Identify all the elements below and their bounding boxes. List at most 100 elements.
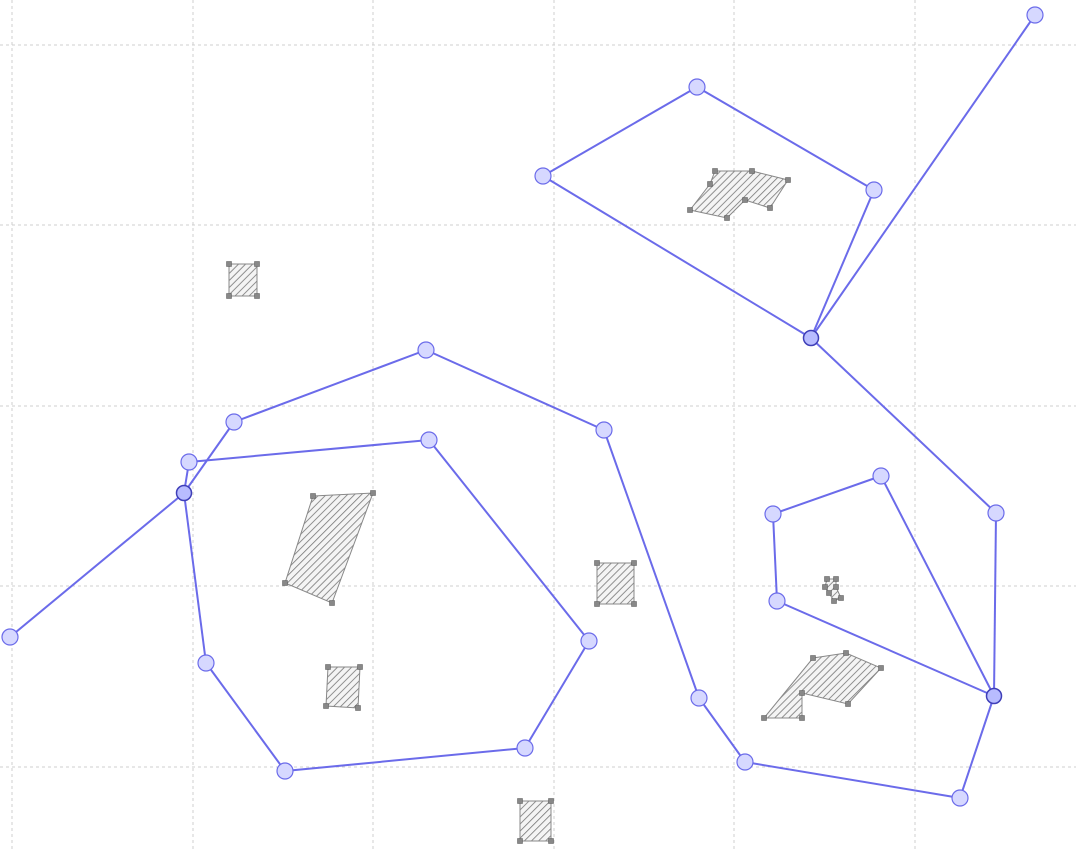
obstacle-polygon[interactable] xyxy=(762,652,882,719)
graph-edge[interactable] xyxy=(776,600,995,697)
graph-edge[interactable] xyxy=(993,512,997,697)
vertex-handle[interactable] xyxy=(282,580,288,586)
vertex-handle[interactable] xyxy=(370,490,376,496)
graph-edge[interactable] xyxy=(698,697,746,763)
vertex-handle[interactable] xyxy=(838,595,844,601)
graph-edge[interactable] xyxy=(810,14,1036,339)
vertex-handle[interactable] xyxy=(831,598,837,604)
vertex-handle[interactable] xyxy=(517,838,523,844)
graph-edge[interactable] xyxy=(880,475,995,697)
graph-node[interactable] xyxy=(872,467,890,485)
vertex-handle[interactable] xyxy=(325,664,331,670)
vertex-handle[interactable] xyxy=(799,715,805,721)
obstacle-small-quad[interactable] xyxy=(323,664,363,711)
graph-node[interactable] xyxy=(987,504,1005,522)
vertex-handle[interactable] xyxy=(254,293,260,299)
graph-edge[interactable] xyxy=(205,662,286,772)
obstacle-top[interactable] xyxy=(687,168,791,221)
graph-edge[interactable] xyxy=(188,439,430,463)
vertex-handle[interactable] xyxy=(357,664,363,670)
obstacle-polygon[interactable] xyxy=(228,263,258,297)
graph-node[interactable] xyxy=(516,739,534,757)
graph-edge[interactable] xyxy=(603,429,700,699)
obstacle-polygon[interactable] xyxy=(284,492,374,604)
obstacle-bottom-right[interactable] xyxy=(761,650,884,721)
vertex-handle[interactable] xyxy=(799,690,805,696)
obstacle-tiny[interactable] xyxy=(822,576,844,604)
obstacle-square-left[interactable] xyxy=(226,261,260,299)
graph-node[interactable] xyxy=(180,453,198,471)
graph-edge[interactable] xyxy=(810,337,997,514)
vertex-handle[interactable] xyxy=(878,665,884,671)
vertex-handle[interactable] xyxy=(833,576,839,582)
graph-node[interactable] xyxy=(197,654,215,672)
vertex-handle[interactable] xyxy=(767,205,773,211)
obstacle-polygon[interactable] xyxy=(325,666,361,709)
graph-edge[interactable] xyxy=(9,492,185,638)
graph-edge[interactable] xyxy=(696,86,875,191)
graph-edge[interactable] xyxy=(183,492,207,664)
vertex-handle[interactable] xyxy=(724,215,730,221)
graph-node[interactable] xyxy=(688,78,706,96)
junction-node[interactable] xyxy=(175,484,193,502)
vertex-handle[interactable] xyxy=(631,560,637,566)
graph-edge[interactable] xyxy=(542,175,812,339)
obstacle-square-bottom[interactable] xyxy=(517,798,554,844)
graph-node[interactable] xyxy=(595,421,613,439)
vertex-handle[interactable] xyxy=(254,261,260,267)
vertex-handle[interactable] xyxy=(594,560,600,566)
vertex-handle[interactable] xyxy=(712,168,718,174)
graph-edge[interactable] xyxy=(542,86,698,177)
vertex-handle[interactable] xyxy=(517,798,523,804)
graph-node[interactable] xyxy=(736,753,754,771)
obstacle-polygon[interactable] xyxy=(689,170,789,219)
vertex-handle[interactable] xyxy=(845,701,851,707)
obstacle-square-center[interactable] xyxy=(594,560,637,607)
graph-node[interactable] xyxy=(1,628,19,646)
graph-node[interactable] xyxy=(420,431,438,449)
graph-edge[interactable] xyxy=(959,695,995,799)
vertex-handle[interactable] xyxy=(843,650,849,656)
junction-node[interactable] xyxy=(985,687,1003,705)
obstacle-parallelogram[interactable] xyxy=(282,490,376,606)
graph-node[interactable] xyxy=(865,181,883,199)
graph-edge[interactable] xyxy=(233,349,427,423)
graph-edge[interactable] xyxy=(744,761,961,799)
vertex-handle[interactable] xyxy=(742,197,748,203)
graph-edge[interactable] xyxy=(428,439,590,642)
graph-edge[interactable] xyxy=(284,747,526,772)
graph-edge[interactable] xyxy=(772,475,882,515)
junction-node[interactable] xyxy=(802,329,820,347)
vertex-handle[interactable] xyxy=(355,705,361,711)
obstacle-polygon[interactable] xyxy=(519,800,552,842)
graph-node[interactable] xyxy=(690,689,708,707)
vertex-handle[interactable] xyxy=(749,168,755,174)
vertex-handle[interactable] xyxy=(548,838,554,844)
vertex-handle[interactable] xyxy=(548,798,554,804)
graph-node[interactable] xyxy=(764,505,782,523)
graph-node[interactable] xyxy=(276,762,294,780)
vertex-handle[interactable] xyxy=(226,261,232,267)
graph-edge[interactable] xyxy=(425,349,605,431)
vertex-handle[interactable] xyxy=(310,493,316,499)
vertex-handle[interactable] xyxy=(785,177,791,183)
graph-node[interactable] xyxy=(1026,6,1044,24)
graph-node[interactable] xyxy=(225,413,243,431)
vertex-handle[interactable] xyxy=(226,293,232,299)
graph-edge[interactable] xyxy=(183,421,235,494)
vertex-handle[interactable] xyxy=(631,601,637,607)
obstacle-polygon[interactable] xyxy=(596,562,635,605)
vertex-handle[interactable] xyxy=(761,715,767,721)
vertex-handle[interactable] xyxy=(826,590,832,596)
graph-edge[interactable] xyxy=(524,640,590,749)
vertex-handle[interactable] xyxy=(824,576,830,582)
graph-edge[interactable] xyxy=(810,189,875,339)
graph-node[interactable] xyxy=(534,167,552,185)
vertex-handle[interactable] xyxy=(707,181,713,187)
vertex-handle[interactable] xyxy=(687,207,693,213)
vertex-handle[interactable] xyxy=(594,601,600,607)
graph-edge[interactable] xyxy=(772,513,778,602)
vertex-handle[interactable] xyxy=(833,584,839,590)
graph-node[interactable] xyxy=(417,341,435,359)
graph-node[interactable] xyxy=(580,632,598,650)
